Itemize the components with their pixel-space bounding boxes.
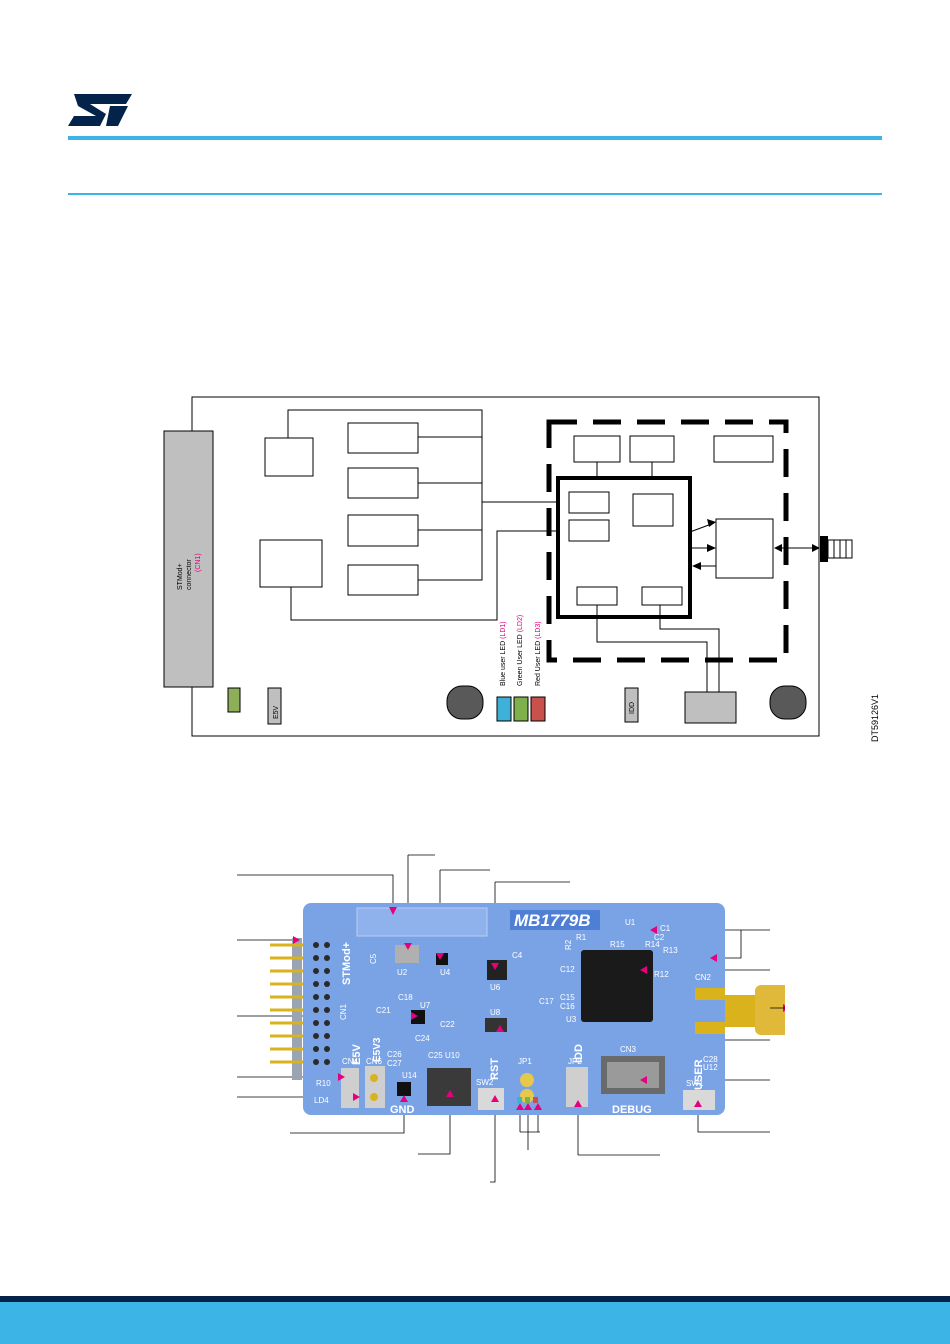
mounting-hole-right	[769, 685, 807, 720]
label-c2: C2	[654, 933, 665, 942]
label-r12: R12	[654, 970, 669, 979]
label-jp1: JP1	[518, 1057, 532, 1066]
mounting-hole-left	[446, 685, 484, 720]
label-cn3: CN3	[620, 1045, 637, 1054]
label-c4: C4	[512, 951, 523, 960]
label-e5v3: E5V3	[372, 1037, 383, 1062]
board-photo: MB1779B STMod+ CN1 E5	[237, 854, 785, 1183]
label-rst: RST	[489, 1058, 501, 1080]
label-ld4: LD4	[314, 1096, 329, 1105]
label-u12: U12	[703, 1063, 718, 1072]
label-u4: U4	[440, 968, 451, 977]
label-r10: R10	[316, 1079, 331, 1088]
board-title-box	[510, 910, 600, 930]
connector-label-line1: STMod+	[177, 563, 184, 590]
board-title: MB1779B	[514, 911, 591, 930]
label-r15: R15	[610, 940, 625, 949]
label-u1: U1	[625, 918, 636, 927]
label-gnd: GND	[390, 1104, 415, 1116]
connector-ref: (CN1)	[195, 553, 202, 572]
led-red	[530, 696, 546, 722]
footer-bar	[0, 1302, 950, 1344]
label-u2: U2	[397, 968, 408, 977]
label-jp2: JP2	[568, 1057, 582, 1066]
label-c22: C22	[440, 1020, 455, 1029]
connector-label-line2: connector	[186, 559, 193, 590]
label-c21: C21	[376, 1006, 391, 1015]
label-sw1: SW1	[686, 1079, 704, 1088]
label-c12: C12	[560, 965, 575, 974]
led-green	[513, 696, 529, 722]
label-u7: U7	[420, 1001, 431, 1010]
header-rule	[68, 136, 882, 140]
led-label-blue: Blue user LED (LD1)	[500, 621, 507, 686]
label-c26: C26	[387, 1050, 402, 1059]
label-c25: C25	[428, 1051, 443, 1060]
label-c27: C27	[387, 1059, 402, 1068]
label-cn2: CN2	[695, 973, 712, 982]
label-c17: C17	[539, 997, 554, 1006]
idd-label: IDD	[629, 702, 636, 714]
led-label-red: Red User LED (LD3)	[535, 621, 542, 686]
label-debug: DEBUG	[612, 1104, 652, 1116]
label-u6: U6	[490, 983, 501, 992]
label-c24: C24	[415, 1034, 430, 1043]
doc-id: DT59126V1	[870, 694, 880, 742]
label-c18: C18	[398, 993, 413, 1002]
label-u8: U8	[490, 1008, 501, 1017]
st-logo	[68, 94, 132, 126]
label-r14: R14	[645, 940, 660, 949]
label-user: USER	[693, 1059, 705, 1090]
label-cn4: CN4	[342, 1057, 359, 1066]
led-label-green: Green User LED (LD2)	[517, 615, 524, 686]
label-u10: U10	[445, 1051, 460, 1060]
label-idd: IDD	[573, 1044, 585, 1063]
label-c1: C1	[660, 924, 671, 933]
label-stmod: STMod+	[341, 942, 353, 985]
block-diagram: STMod+ connector (CN1) Blue user	[163, 396, 880, 742]
label-u3: U3	[566, 1015, 577, 1024]
led-blue	[496, 696, 512, 722]
label-c15: C15	[560, 993, 575, 1002]
label-sw2: SW2	[476, 1078, 494, 1087]
section-rule	[68, 193, 882, 195]
label-r13: R13	[663, 946, 678, 955]
label-u14: U14	[402, 1071, 417, 1080]
label-c28: C28	[703, 1055, 718, 1064]
label-e5v: E5V	[351, 1044, 363, 1065]
label-r1: R1	[576, 933, 587, 942]
label-cn1: CN1	[339, 1003, 348, 1020]
footer-bar-dark	[0, 1296, 950, 1302]
label-cn6: CN6	[366, 1057, 383, 1066]
e5v-label: E5V	[273, 705, 280, 719]
label-c5: C5	[369, 953, 378, 964]
label-c16: C16	[560, 1002, 575, 1011]
label-r2: R2	[564, 939, 573, 950]
